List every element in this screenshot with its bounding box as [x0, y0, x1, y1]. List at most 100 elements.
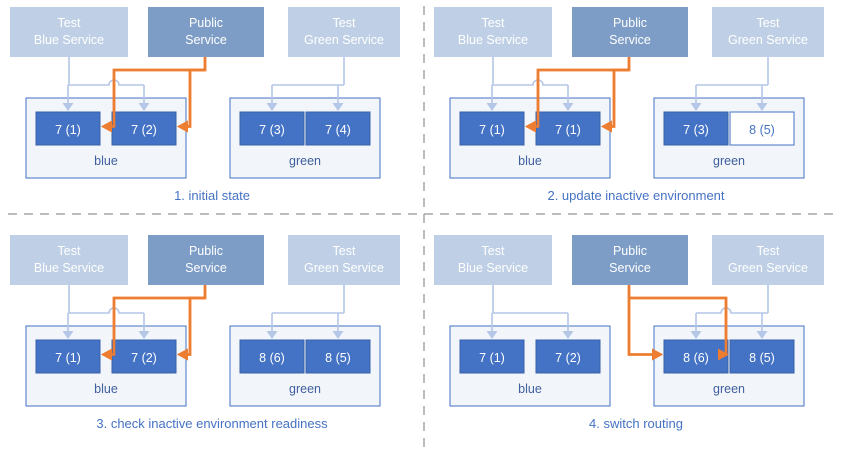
panel-4-blue-environment-label: blue: [518, 382, 542, 396]
panel-2-blue-pod-2-box: [535, 111, 601, 146]
panel-2-public-routing-overlay-path-1: [534, 57, 631, 128]
panel-4-test-blue-service-box: [434, 235, 552, 285]
panel-1-blue-pod-2-box: [111, 111, 177, 146]
panel-4-green-pod-1-box: [663, 339, 729, 374]
panel-3-test-blue-service-label-line2: Blue Service: [34, 261, 104, 275]
panel-2-blue-pod-1-label: 7 (1): [479, 123, 505, 137]
panel-2-green-pod-2-box: [729, 111, 795, 146]
panel-2-public-routing-overlay-arrowhead-2: [601, 120, 612, 133]
panel-1-green-test-connector-arrow-2: [332, 103, 344, 111]
panel-2-green-test-connector-arrow-2: [756, 103, 768, 111]
panel-2-green-test-connector: [690, 57, 769, 111]
panel-4-blue-test-connector-arrow-2: [562, 331, 574, 339]
panel-1-caption: 1. initial state: [174, 188, 250, 203]
panel-1-blue-pod-1: 7 (1): [35, 111, 101, 146]
panel-1-test-green-service-box: [288, 7, 400, 57]
panel-2-test-green-service-label-line1: Test: [757, 16, 780, 30]
panel-2-green-pod-2: 8 (5): [729, 111, 795, 146]
panel-3-public-service-label-line2: Service: [185, 261, 227, 275]
panel-4-blue-pod-1-box: [459, 339, 525, 374]
panel-3-green-pod-1: 8 (6): [239, 339, 305, 374]
panel-2-green-test-connector-arrow-1: [690, 103, 702, 111]
panel-4-test-green-service-box: [712, 235, 824, 285]
panel-3-blue-test-connector-bus: [68, 307, 144, 314]
panel-1-blue-pod-2: 7 (2): [111, 111, 177, 146]
panel-1-blue-pod-2-label: 7 (2): [131, 123, 157, 137]
panel-3-green-test-connector-arrow-2: [332, 331, 344, 339]
panel-4-public-routing-overlay-arrowhead-1: [652, 348, 663, 361]
panel-4-blue-test-connector-arrow-1: [486, 331, 498, 339]
panel-3-public-routing-overlay-arrowhead-1: [101, 348, 112, 361]
panel-4-test-blue-service-label-line2: Blue Service: [458, 261, 528, 275]
panel-1-green-pod-2-label: 7 (4): [325, 123, 351, 137]
panel-2-blue-pod-2-label: 7 (1): [555, 123, 581, 137]
panel-3-public-service-label-line1: Public: [189, 244, 223, 258]
panel-3-test-green-service-box: [288, 235, 400, 285]
panel-2-blue-environment-label: blue: [518, 154, 542, 168]
panel-2-caption: 2. update inactive environment: [547, 188, 724, 203]
panel-3-test-blue-service-box: [10, 235, 128, 285]
panel-3-green-pod-1-label: 8 (6): [259, 351, 285, 365]
panel-1-green-test-connector: [266, 57, 345, 111]
panel-1-public-routing-overlay-arrowhead-1: [101, 120, 112, 133]
panel-4-public-service-box: [572, 235, 688, 285]
panel-1-green-pod-1: 7 (3): [239, 111, 305, 146]
panel-3-green-pod-2: 8 (5): [305, 339, 371, 374]
panel-1-blue-test-connector-arrow-1: [62, 103, 74, 111]
panel-1-green-pod-2-box: [305, 111, 371, 146]
panel-1-blue-environment-label: blue: [94, 154, 118, 168]
panel-4-blue-test-connector: [486, 285, 574, 339]
panel-4-green-pod-2-label: 8 (5): [749, 351, 775, 365]
panel-1-test-green-service-label-line2: Green Service: [304, 33, 384, 47]
panel-2-green-pod-1: 7 (3): [663, 111, 729, 146]
panel-1-public-service-label-line1: Public: [189, 16, 223, 30]
panel-2-public-service-box: [572, 7, 688, 57]
panel-2-blue-pod-1-box: [459, 111, 525, 146]
panel-3-blue-test-connector-arrow-2: [138, 331, 150, 339]
panel-3-test-blue-service-label-line1: Test: [58, 244, 81, 258]
panel-4-blue-pod-2-box: [535, 339, 601, 374]
panel-2-test-blue-service-box: [434, 7, 552, 57]
panel-1-test-blue-service-label-line2: Blue Service: [34, 33, 104, 47]
panel-4-public-routing-overlay-arrowhead-2: [718, 348, 729, 361]
panel-4-blue-pod-1-label: 7 (1): [479, 351, 505, 365]
panel-4-blue-pod-1: 7 (1): [459, 339, 525, 374]
panel-1-green-pod-1-box: [239, 111, 305, 146]
panel-3-blue-pod-2-box: [111, 339, 177, 374]
panel-3-green-pod-2-label: 8 (5): [325, 351, 351, 365]
panel-3-caption: 3. check inactive environment readiness: [96, 416, 328, 431]
panel-4-green-environment-label: green: [713, 382, 745, 396]
panel-2-test-blue-service-label-line2: Blue Service: [458, 33, 528, 47]
panel-1-green-pod-1-label: 7 (3): [259, 123, 285, 137]
panel-1-public-service-box: [148, 7, 264, 57]
panel-3-public-routing-overlay-path-2: [186, 296, 205, 356]
panel-3-blue-pod-1-label: 7 (1): [55, 351, 81, 365]
panel-4-public-routing-overlay-path-1: [627, 285, 653, 356]
panel-4-public-routing-overlay: [627, 285, 729, 361]
panel-4-test-green-service-label-line1: Test: [757, 244, 780, 258]
panel-3-green-test-connector: [266, 285, 345, 339]
panel-4-public-service-label-line2: Service: [609, 261, 651, 275]
panel-3-blue-pod-1: 7 (1): [35, 339, 101, 374]
panel-1-public-routing-overlay-path-2: [186, 68, 205, 128]
panel-2-green-pod-2-label: 8 (5): [749, 123, 775, 137]
panel-1-test-blue-service-label-line1: Test: [58, 16, 81, 30]
panel-1-green-test-connector-arrow-1: [266, 103, 278, 111]
panel-2-green-pod-1-box: [663, 111, 729, 146]
panel-2-green-environment-label: green: [713, 154, 745, 168]
panel-4-blue-pod-2: 7 (2): [535, 339, 601, 374]
panel-2-blue-pod-2: 7 (1): [535, 111, 601, 146]
